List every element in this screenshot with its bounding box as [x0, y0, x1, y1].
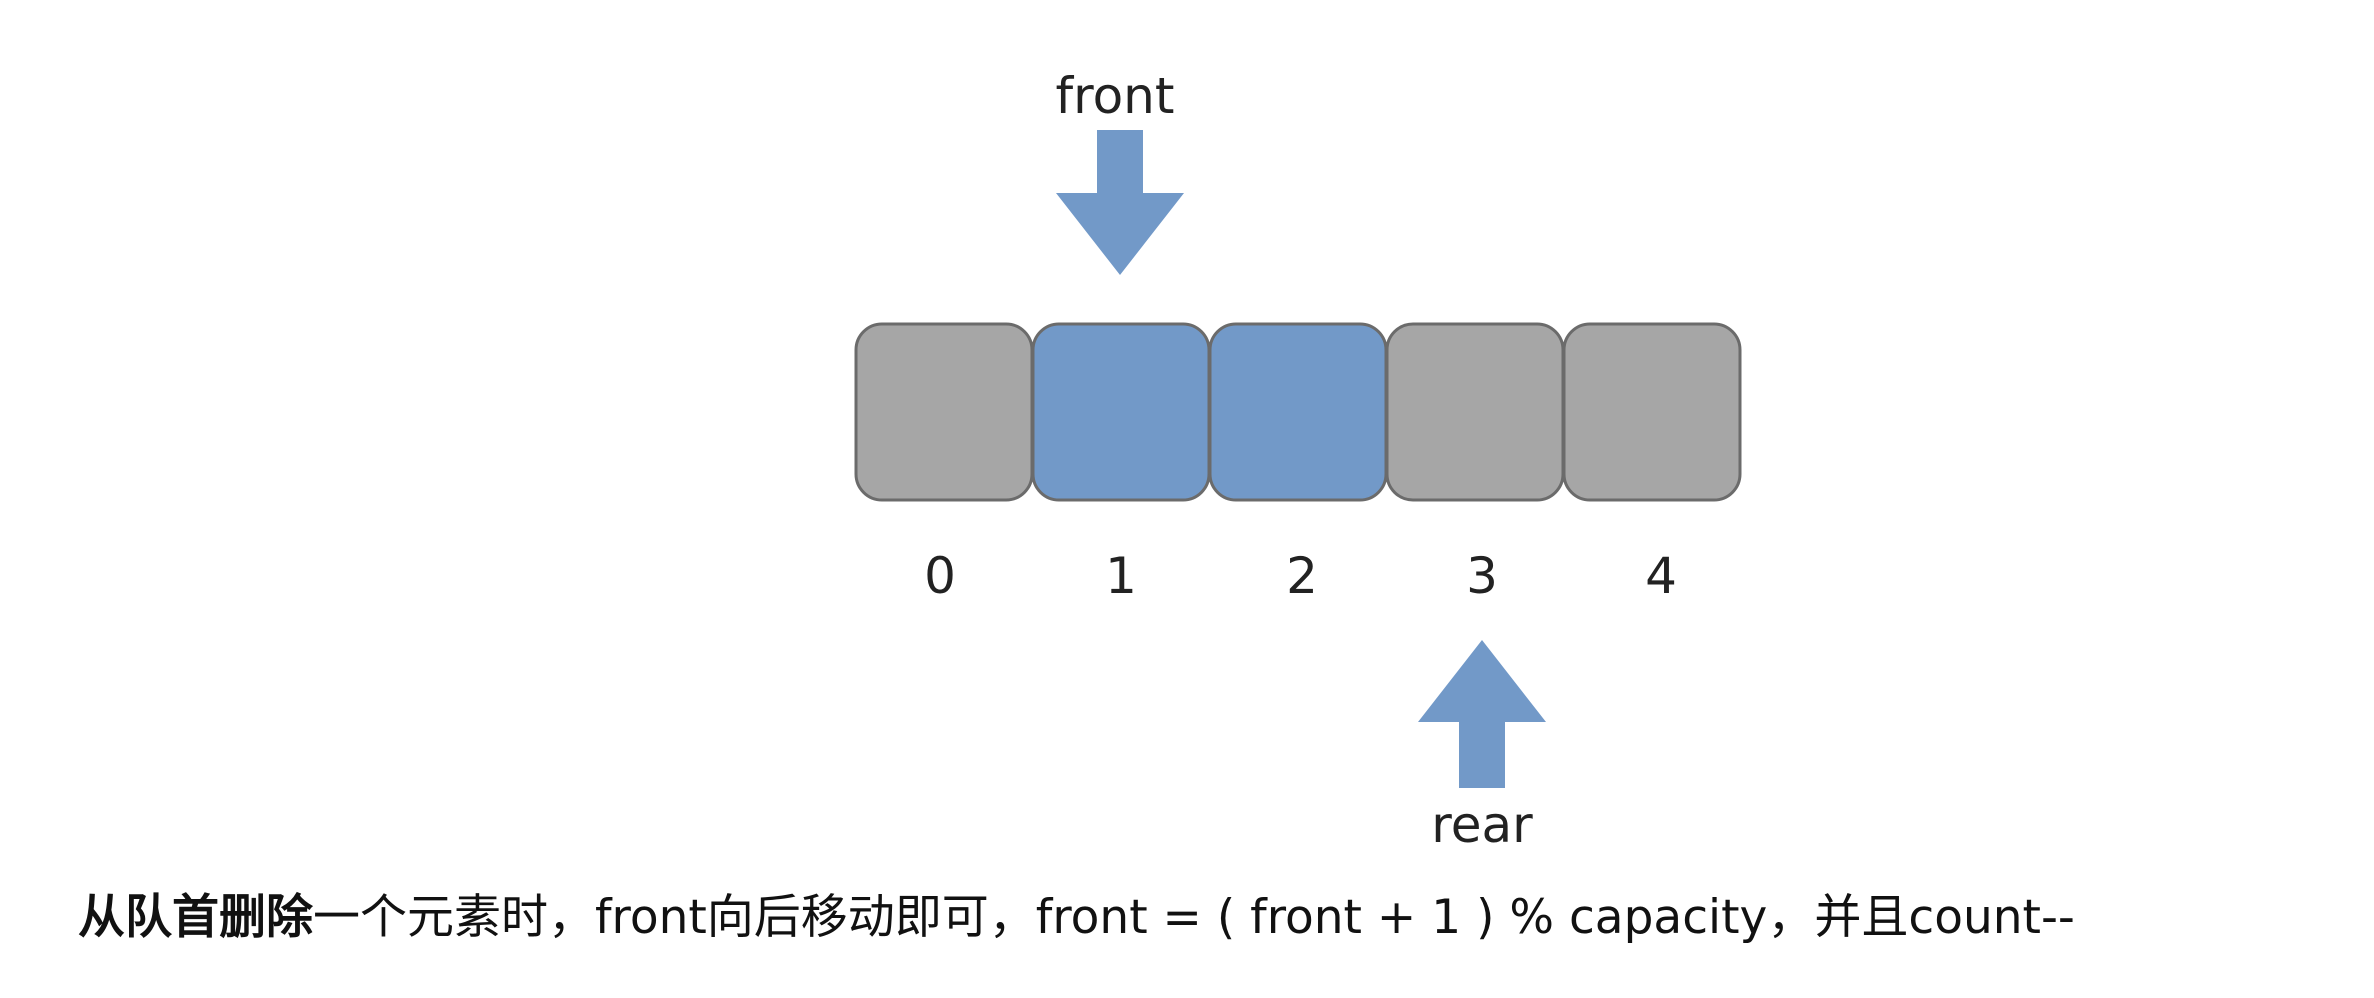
caption-bold: 从队首删除 — [78, 890, 313, 945]
queue-cell-0 — [854, 322, 1034, 502]
queue-cell-3 — [1385, 322, 1565, 502]
index-labels: 0 1 2 3 4 — [924, 547, 1677, 605]
rear-label: rear — [1431, 796, 1533, 854]
index-label-0: 0 — [924, 547, 956, 605]
caption-rest: 一个元素时，front向后移动即可，front = ( front + 1 ) … — [313, 890, 2075, 945]
index-label-3: 3 — [1466, 547, 1498, 605]
queue-cells — [854, 322, 1742, 502]
caption: 从队首删除一个元素时，front向后移动即可，front = ( front +… — [78, 878, 2358, 958]
queue-cell-1 — [1031, 322, 1211, 502]
index-label-2: 2 — [1286, 547, 1318, 605]
index-label-1: 1 — [1105, 547, 1137, 605]
front-arrow-down-icon — [1056, 130, 1184, 275]
rear-arrow-up-icon — [1418, 640, 1546, 788]
queue-cell-4 — [1562, 322, 1742, 502]
queue-cell-2 — [1208, 322, 1388, 502]
index-label-4: 4 — [1645, 547, 1677, 605]
front-label: front — [1056, 67, 1175, 125]
